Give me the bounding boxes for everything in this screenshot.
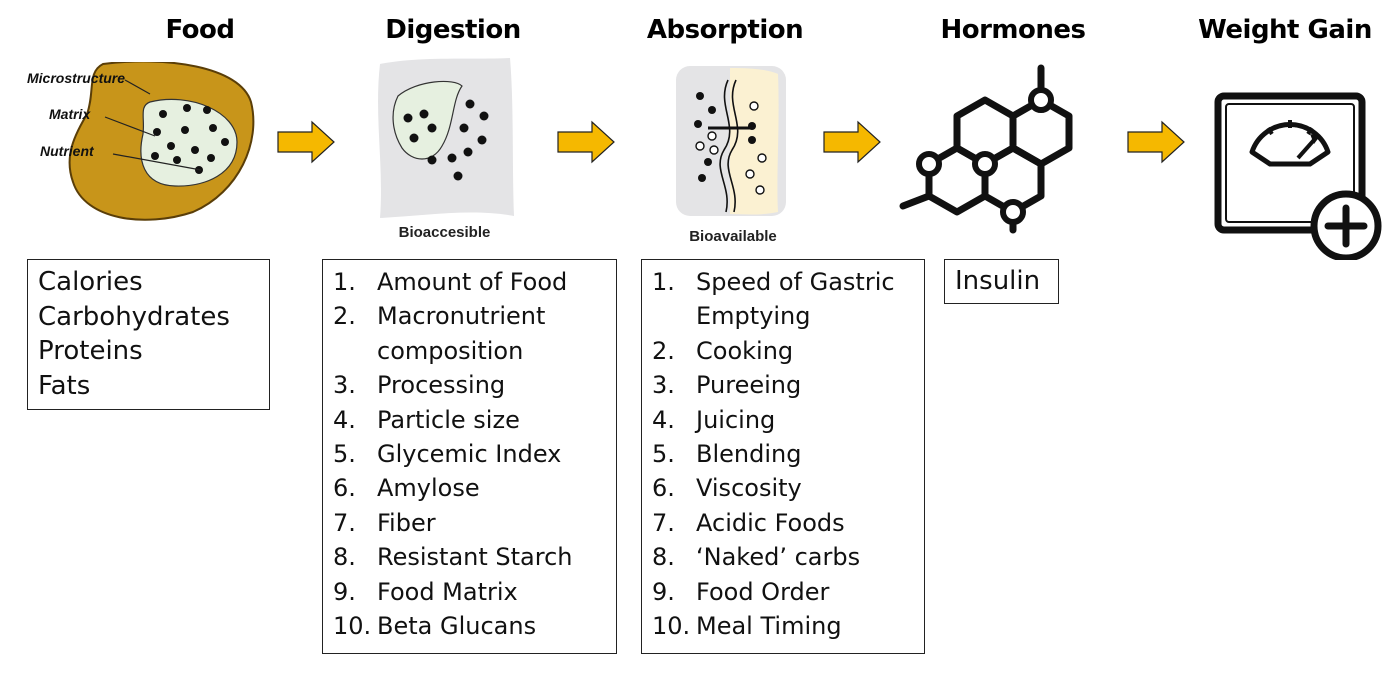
absorption-membrane-graphic — [676, 66, 786, 216]
digestion-blob-graphic — [378, 58, 514, 218]
weight-scale-illustration — [1210, 90, 1390, 262]
stage-title-digestion: Digestion — [385, 15, 521, 45]
absorption-factors-box: 1.Speed of Gastric Emptying 2.Cooking 3.… — [641, 259, 925, 654]
list-item: 3.Pureeing — [652, 371, 802, 400]
caption-bioavailable: Bioavailable — [689, 228, 777, 245]
food-blob-graphic — [68, 60, 255, 221]
arrow-digestion-to-absorption — [557, 120, 615, 164]
list-item: 2.Macronutrient composition — [333, 302, 546, 365]
hormones-box: Insulin — [944, 259, 1059, 304]
food-item: Calories — [38, 267, 143, 297]
label-microstructure: Microstructure — [27, 70, 126, 86]
hormone-molecule-illustration — [895, 62, 1085, 237]
list-item: 3.Processing — [333, 371, 506, 400]
label-nutrient: Nutrient — [40, 143, 94, 159]
stage-title-weight-gain: Weight Gain — [1198, 15, 1372, 45]
food-item: Fats — [38, 370, 91, 401]
list-item: 2.Cooking — [652, 336, 794, 365]
list-item: 4.Particle size — [333, 405, 520, 434]
list-item: 7.Fiber — [333, 508, 436, 537]
arrow-hormones-to-weight-gain — [1127, 120, 1185, 164]
list-item: 6.Viscosity — [652, 474, 802, 503]
digestion-factors-box: 1.Amount of Food 2.Macronutrient composi… — [322, 259, 617, 654]
weight-scale-icon — [1214, 92, 1382, 262]
stage-title-absorption: Absorption — [646, 15, 804, 45]
list-item: 10.Meal Timing — [652, 612, 842, 641]
list-item: 9.Food Order — [652, 577, 830, 606]
absorption-illustration: Bioavailable — [668, 66, 798, 252]
list-item: 9.Food Matrix — [333, 577, 518, 606]
arrow-absorption-to-hormones — [823, 120, 881, 164]
caption-bioaccesible: Bioaccesible — [398, 224, 491, 241]
molecule-icon — [899, 64, 1073, 234]
list-item: 5.Glycemic Index — [333, 440, 562, 469]
arrow-food-to-digestion — [277, 120, 335, 164]
list-item: 6.Amylose — [333, 474, 480, 503]
list-item: 1.Amount of Food — [333, 268, 568, 296]
stage-title-food: Food — [165, 15, 235, 45]
list-item: 4.Juicing — [652, 405, 776, 434]
food-item: Proteins — [38, 336, 143, 366]
list-item: 5.Blending — [652, 440, 802, 469]
stage-title-hormones: Hormones — [940, 15, 1086, 45]
list-item: 8.Resistant Starch — [333, 543, 573, 572]
food-microstructure-illustration: Microstructure Matrix Nutrient — [25, 60, 270, 222]
hormone-item: Insulin — [955, 266, 1041, 296]
list-item: 7.Acidic Foods — [652, 508, 845, 537]
list-item: 1.Speed of Gastric Emptying — [652, 268, 895, 331]
food-item: Carbohydrates — [38, 301, 230, 332]
food-components-box: Calories Carbohydrates Proteins Fats — [27, 259, 270, 410]
list-item: 10.Beta Glucans — [333, 612, 537, 641]
list-item: 8.‘Naked’ carbs — [652, 543, 861, 572]
label-matrix: Matrix — [49, 106, 91, 122]
digestion-illustration: Bioaccesible — [372, 56, 517, 246]
